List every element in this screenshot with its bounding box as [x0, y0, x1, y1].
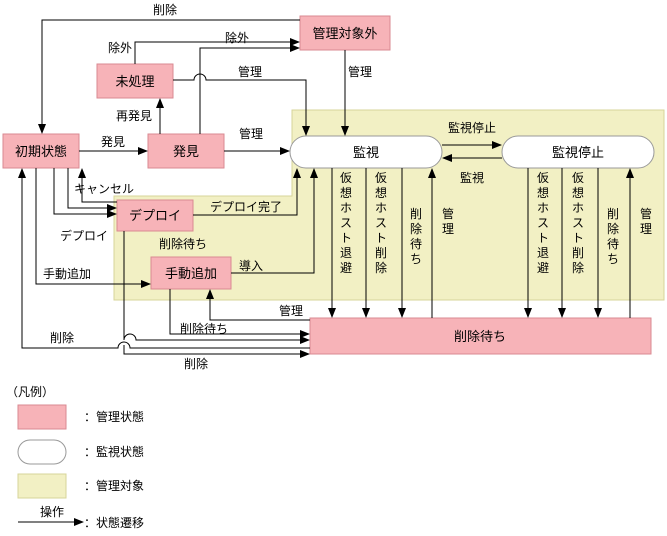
arrow-deletewait-to-initial: [18, 168, 310, 349]
label-unmanaged-delete: 削除: [153, 2, 177, 17]
arrow-initial-to-manualadd: [35, 168, 151, 288]
label-monitor-vhost-evac: 仮想ホスト退避: [340, 171, 352, 275]
arrow-discovered-to-unmanaged: [199, 44, 300, 134]
state-manual-add: 手動追加: [150, 256, 232, 290]
label-unprocessed-manage: 管理: [238, 64, 262, 79]
legend-monitor-state-swatch: [17, 439, 67, 465]
state-monitor-stop-label: 監視停止: [552, 145, 604, 161]
label-discover: 発見: [101, 135, 125, 149]
label-discovered-manage: 管理: [239, 126, 263, 141]
legend-operation-label: 操作: [40, 504, 64, 519]
arrow-deploy-to-deletewait: [123, 231, 309, 341]
label-monitor-delete-wait: 削除待ち: [410, 207, 422, 266]
label-stop-delete-wait: 削除待ち: [607, 207, 619, 266]
arrow-unprocessed-to-unmanaged: [134, 38, 300, 64]
arrow-deploy-to-monitor: [193, 168, 301, 216]
legend-managed-state-swatch: [17, 404, 67, 430]
label-deploy-done: デプロイ完了: [210, 199, 282, 214]
label-stop-vhost-evac: 仮想ホスト退避: [537, 171, 549, 275]
label-unmanaged-manage: 管理: [348, 64, 372, 79]
state-delete-wait-label: 削除待ち: [454, 330, 506, 345]
legend-managed-target-swatch: [17, 473, 67, 499]
arrow-deletewait-to-manualadd: [206, 289, 310, 321]
legend-monitor-state-label: ：監視状態: [84, 444, 144, 459]
arrow-initial-to-deploy: [67, 168, 117, 212]
label-deploy-delete-wait: 削除待ち: [159, 236, 207, 251]
label-deletewait-monitor-manage: 管理: [442, 206, 454, 236]
legend: （凡例） ：管理状態 ：監視状態 ：管理対象 操作 ：状態遷移: [6, 385, 144, 530]
state-unmanaged-label: 管理対象外: [312, 27, 377, 42]
label-deletewait-stop-manage: 管理: [640, 206, 652, 236]
label-introduce: 導入: [239, 259, 263, 273]
state-manual-add-label: 手動追加: [165, 266, 217, 282]
state-initial-label: 初期状態: [15, 144, 67, 160]
arrow-manualadd-to-deletewait: [169, 289, 310, 338]
label-bottom-delete: 削除: [184, 356, 208, 371]
label-manualadd-delete-wait: 削除待ち: [180, 321, 228, 336]
label-monitor: 監視: [460, 170, 484, 185]
state-unmanaged: 管理対象外: [299, 15, 391, 51]
label-manual-add: 手動追加: [43, 266, 91, 281]
legend-title: （凡例）: [6, 385, 54, 399]
label-deletewait-delete: 削除: [50, 330, 74, 345]
arrow-unmanaged-to-initial: [38, 19, 300, 134]
state-deploy-label: デプロイ: [129, 208, 181, 224]
label-monitor-stop: 監視停止: [448, 120, 496, 135]
state-discovered-label: 発見: [173, 145, 199, 160]
arrow-manualadd-to-monitor: [231, 168, 318, 274]
state-deploy: デプロイ: [116, 199, 194, 232]
state-monitor: 監視: [289, 135, 443, 169]
label-stop-vhost-delete: 仮想ホスト削除: [572, 171, 584, 275]
legend-managed-target-label: ：管理対象: [84, 478, 144, 493]
legend-transition-label: ：状態遷移: [84, 515, 144, 530]
label-discovered-exclude: 除外: [225, 30, 249, 45]
state-initial: 初期状態: [2, 133, 80, 169]
arrow-deploy-to-deletewait-bottom: [123, 345, 310, 358]
label-cancel: キャンセル: [74, 182, 134, 196]
state-unprocessed-label: 未処理: [115, 75, 154, 90]
state-delete-wait: 削除待ち: [309, 317, 652, 355]
label-rediscover: 再発見: [116, 109, 152, 123]
legend-managed-state-label: ：管理状態: [84, 409, 144, 424]
arrow-unprocessed-to-monitor: [173, 73, 310, 136]
arrow-deploy-to-initial-cancel: [78, 168, 117, 203]
state-monitor-stop: 監視停止: [501, 135, 655, 169]
state-discovered: 発見: [147, 133, 225, 169]
label-deletewait-manage: 管理: [279, 303, 303, 318]
state-monitor-label: 監視: [353, 145, 379, 161]
label-monitor-vhost-delete: 仮想ホスト削除: [375, 171, 387, 275]
arrow-initial-to-deploy-2: [53, 168, 117, 218]
label-unprocessed-exclude: 除外: [108, 40, 132, 55]
state-unprocessed: 未処理: [96, 63, 174, 99]
label-deploy: デプロイ: [60, 228, 108, 243]
